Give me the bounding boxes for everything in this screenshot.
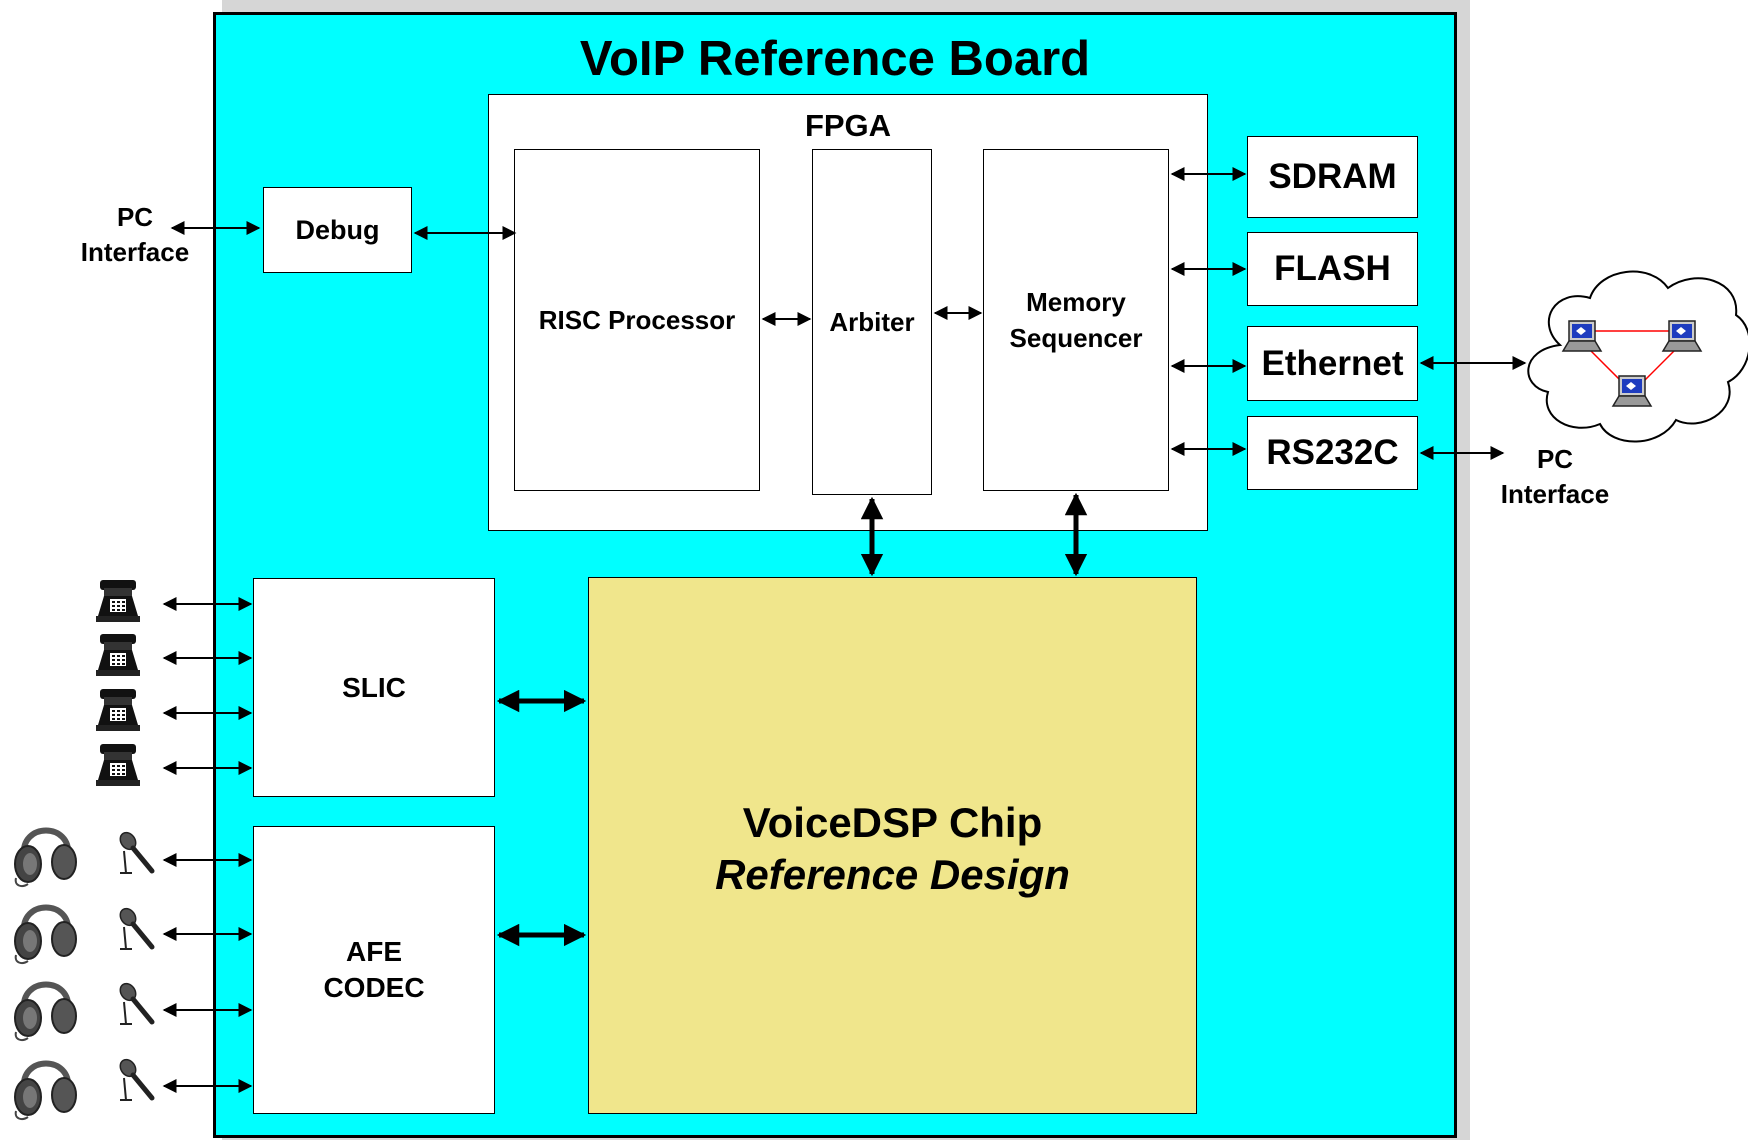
flash-label: FLASH	[1274, 249, 1391, 288]
risc-processor-block: RISC Processor	[514, 149, 760, 491]
risc-processor-label: RISC Processor	[538, 304, 736, 335]
dsp-subtitle: Reference Design	[715, 851, 1070, 898]
rs232c-block: RS232C	[1247, 416, 1418, 490]
headphones-icon	[15, 908, 76, 964]
pc-interface-right: PC Interface	[1475, 442, 1635, 512]
afe-label-line1: AFE	[346, 935, 402, 967]
microphone-icon	[117, 830, 152, 873]
slic-label: SLIC	[342, 671, 406, 703]
microphone-icon	[117, 906, 152, 949]
headphones-icon	[15, 985, 76, 1041]
sdram-block: SDRAM	[1247, 136, 1418, 218]
arbiter-label: Arbiter	[829, 306, 915, 337]
pc-interface-left: PC Interface	[55, 200, 215, 270]
telephone-icon	[96, 634, 140, 676]
memory-sequencer-label: Memory Sequencer	[1010, 284, 1143, 357]
debug-block: Debug	[263, 187, 412, 273]
memory-sequencer-line2: Sequencer	[1009, 323, 1143, 353]
microphone-icon	[117, 981, 152, 1024]
board-title: VoIP Reference Board	[579, 32, 1091, 86]
pc-interface-right-line2: Interface	[1500, 479, 1610, 510]
afe-codec-block: AFE CODEC	[253, 826, 495, 1114]
telephone-icon	[96, 744, 140, 786]
flash-block: FLASH	[1247, 232, 1418, 306]
dsp-title: VoiceDSP Chip	[742, 799, 1043, 846]
computer-icon	[1612, 375, 1652, 407]
fpga-label: FPGA	[804, 108, 892, 143]
sdram-label: SDRAM	[1268, 157, 1397, 196]
ethernet-label: Ethernet	[1261, 343, 1404, 383]
pc-interface-right-line1: PC	[1536, 444, 1574, 474]
computer-icon	[1662, 320, 1702, 352]
memory-sequencer-line1: Memory	[1026, 286, 1126, 317]
headphones-icon	[15, 1064, 76, 1120]
computer-icon	[1562, 320, 1602, 352]
afe-label-line2: CODEC	[323, 972, 425, 1003]
network-cloud-icon	[1527, 270, 1748, 443]
afe-codec-label: AFE CODEC	[323, 934, 424, 1007]
microphone-icon	[117, 1057, 152, 1100]
telephone-icon	[96, 689, 140, 731]
memory-sequencer-block: Memory Sequencer	[983, 149, 1169, 491]
ethernet-block: Ethernet	[1247, 326, 1418, 401]
pc-interface-left-line1: PC	[116, 202, 154, 232]
debug-label: Debug	[295, 214, 380, 245]
rs232c-label: RS232C	[1266, 433, 1399, 472]
pc-interface-left-line2: Interface	[80, 237, 190, 268]
telephone-icon	[96, 580, 140, 622]
headphones-icon	[15, 831, 76, 887]
slic-block: SLIC	[253, 578, 495, 797]
voicedsp-block	[588, 577, 1197, 1114]
arbiter-block: Arbiter	[812, 149, 932, 495]
